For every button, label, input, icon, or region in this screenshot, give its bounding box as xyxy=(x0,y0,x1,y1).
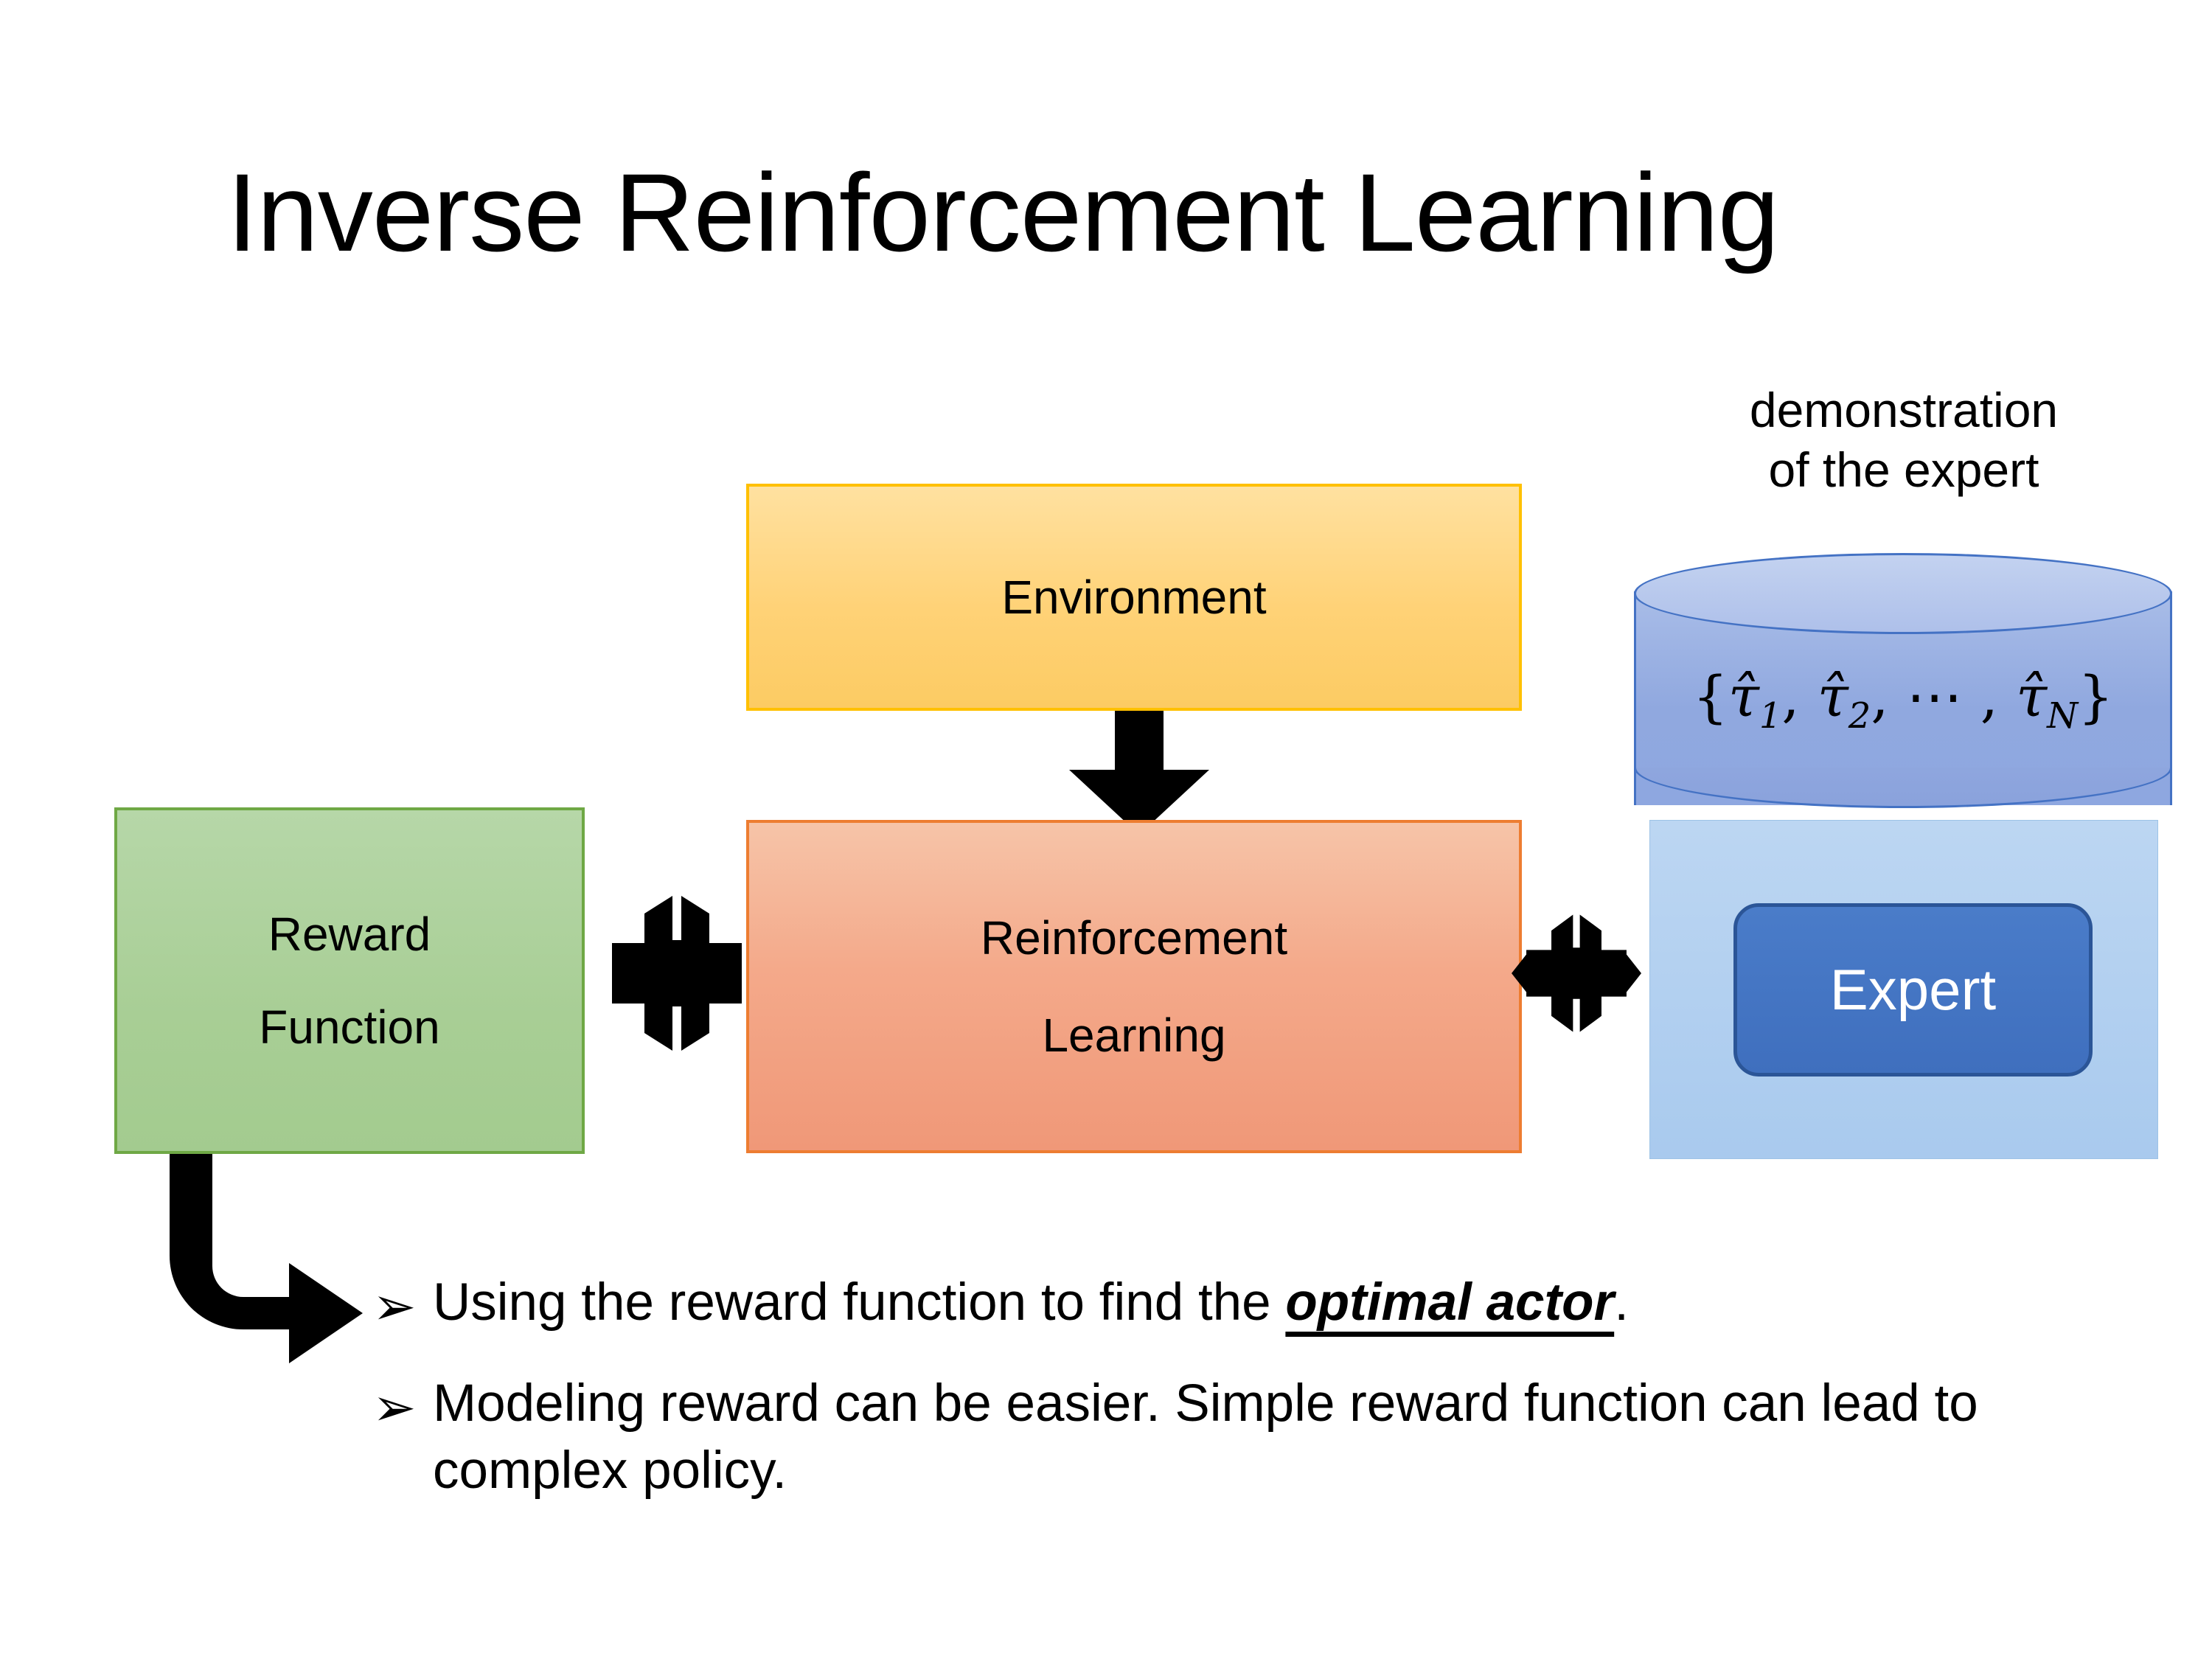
node-expert-label: Expert xyxy=(1829,957,1997,1022)
notes-list: ➢ Using the reward function to find the … xyxy=(372,1270,2098,1534)
environment-to-rl-arrow-icon xyxy=(1069,711,1209,835)
list-item: ➢ Using the reward function to find the … xyxy=(372,1270,2098,1341)
node-environment-label: Environment xyxy=(1001,571,1267,624)
demonstration-caption-line1: demonstration xyxy=(1749,383,2059,437)
reward-function-to-notes-arrow-icon xyxy=(170,1154,391,1375)
note-2-prefix: Modeling reward can be easier. Simple re… xyxy=(433,1374,1978,1500)
rl-to-expert-arrow-icon xyxy=(1512,896,1641,1051)
bullet-marker-icon: ➢ xyxy=(372,1278,417,1336)
trajectory-set-formula: {τ̂1, τ̂2, ⋯ , τ̂N} xyxy=(1692,664,2114,737)
node-expert[interactable]: Expert xyxy=(1733,903,2093,1077)
page-title: Inverse Reinforcement Learning xyxy=(226,150,1780,274)
demonstration-caption-line2: of the expert xyxy=(1768,442,2039,497)
node-reward-function-label-line2: Function xyxy=(259,1001,440,1054)
note-1-emphasis: optimal actor xyxy=(1285,1273,1615,1332)
node-reward-function-label-line1: Reward xyxy=(268,908,431,961)
node-rl-label-line1: Reinforcement xyxy=(980,911,1288,964)
demonstration-caption: demonstration of the expert xyxy=(1649,380,2158,499)
note-1-suffix: . xyxy=(1614,1273,1629,1332)
demonstration-cylinder-icon[interactable]: {τ̂1, τ̂2, ⋯ , τ̂N} xyxy=(1634,553,2172,844)
node-rl-label-line2: Learning xyxy=(1042,1009,1226,1062)
reward-function-to-rl-arrow-icon xyxy=(593,896,761,1051)
node-reinforcement-learning[interactable]: Reinforcement Learning xyxy=(746,820,1522,1153)
note-1-prefix: Using the reward function to find the xyxy=(433,1273,1286,1332)
node-reward-function[interactable]: Reward Function xyxy=(114,807,585,1154)
cylinder-top-ellipse xyxy=(1634,553,2172,634)
node-environment[interactable]: Environment xyxy=(746,484,1522,711)
list-item: ➢ Modeling reward can be easier. Simple … xyxy=(372,1371,2098,1505)
bullet-marker-icon: ➢ xyxy=(372,1378,417,1437)
